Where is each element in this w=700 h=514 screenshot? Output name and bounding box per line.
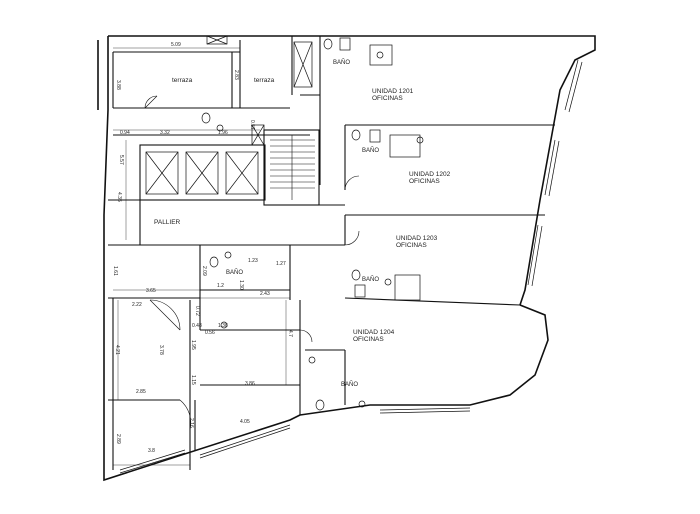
dim-text: 1.15	[190, 375, 196, 385]
bano-label-1: BAÑO	[333, 59, 350, 66]
dim-text: 1.30	[238, 280, 244, 290]
dimension-lines	[113, 47, 300, 466]
dim-text: 1.38	[218, 323, 228, 329]
outer-walls	[97, 35, 596, 482]
dim-text: 1.95	[190, 340, 196, 350]
bano-label-5: BAÑO	[341, 381, 358, 388]
unit-1204-subtitle: OFICINAS	[353, 336, 384, 343]
dim-text: 5.57	[118, 155, 124, 165]
dim-text: 0.48	[192, 323, 202, 329]
dim-text: 2.85	[136, 389, 146, 395]
room-labels: terraza terraza PALLIER UNIDAD 1201 OFIC…	[154, 59, 451, 388]
dim-text: 5.09	[171, 42, 181, 48]
dim-text: 0.57	[249, 120, 255, 130]
unit-1201-subtitle: OFICINAS	[372, 95, 403, 102]
dim-text: 0.72	[194, 306, 200, 316]
windows	[119, 59, 583, 474]
dimension-texts: 5.09 3.88 2.83 3.32 0.94 1.96 0.57 5.57 …	[112, 42, 293, 454]
dim-text: 4.05	[240, 419, 250, 425]
dim-text: 1.2	[217, 283, 224, 289]
dim-text: 2.22	[132, 302, 142, 308]
dim-text: 0.94	[120, 130, 130, 136]
unit-1201-title: UNIDAD 1201	[372, 88, 414, 95]
bano-label-4: BAÑO	[362, 276, 379, 283]
dim-text: 2.89	[115, 434, 121, 444]
dim-text: 3.8	[148, 448, 155, 454]
dim-text: 1.96	[218, 130, 228, 136]
terraza-label-1: terraza	[172, 77, 193, 84]
terraza-label-2: terraza	[254, 77, 275, 84]
unit-1202-subtitle: OFICINAS	[409, 178, 440, 185]
unit-1203-title: UNIDAD 1203	[396, 235, 438, 242]
dim-text: 3.86	[245, 381, 255, 387]
unit-1204-title: UNIDAD 1204	[353, 329, 395, 336]
bano-label-3: BAÑO	[226, 269, 243, 276]
dim-text: 1.23	[248, 258, 258, 264]
dim-text: 4.21	[114, 345, 120, 355]
dim-text: 3.32	[160, 130, 170, 136]
unit-1202-title: UNIDAD 1202	[409, 171, 451, 178]
unit-1203-subtitle: OFICINAS	[396, 242, 427, 249]
elevator-shafts	[145, 35, 313, 195]
dim-text: 3.88	[115, 80, 121, 90]
bathroom-fixtures	[201, 37, 424, 411]
dim-text: 2.43	[260, 291, 270, 297]
dim-text: 4.7	[287, 330, 293, 337]
palier-label: PALLIER	[154, 219, 181, 226]
dim-text: 2.16	[188, 418, 194, 428]
dim-text: 1.27	[276, 261, 286, 267]
interior-walls	[108, 36, 555, 470]
bano-label-2: BAÑO	[362, 147, 379, 154]
dim-text: 3.78	[158, 345, 164, 355]
dim-text: 3.65	[146, 288, 156, 294]
dim-text: 2.83	[233, 70, 239, 80]
dim-text: 2.09	[201, 266, 207, 276]
stairs	[270, 135, 315, 200]
dim-text: 0.56	[205, 330, 215, 336]
dim-text: 1.61	[112, 266, 118, 276]
door-swings	[144, 95, 360, 431]
dim-text: 4.35	[116, 192, 122, 202]
